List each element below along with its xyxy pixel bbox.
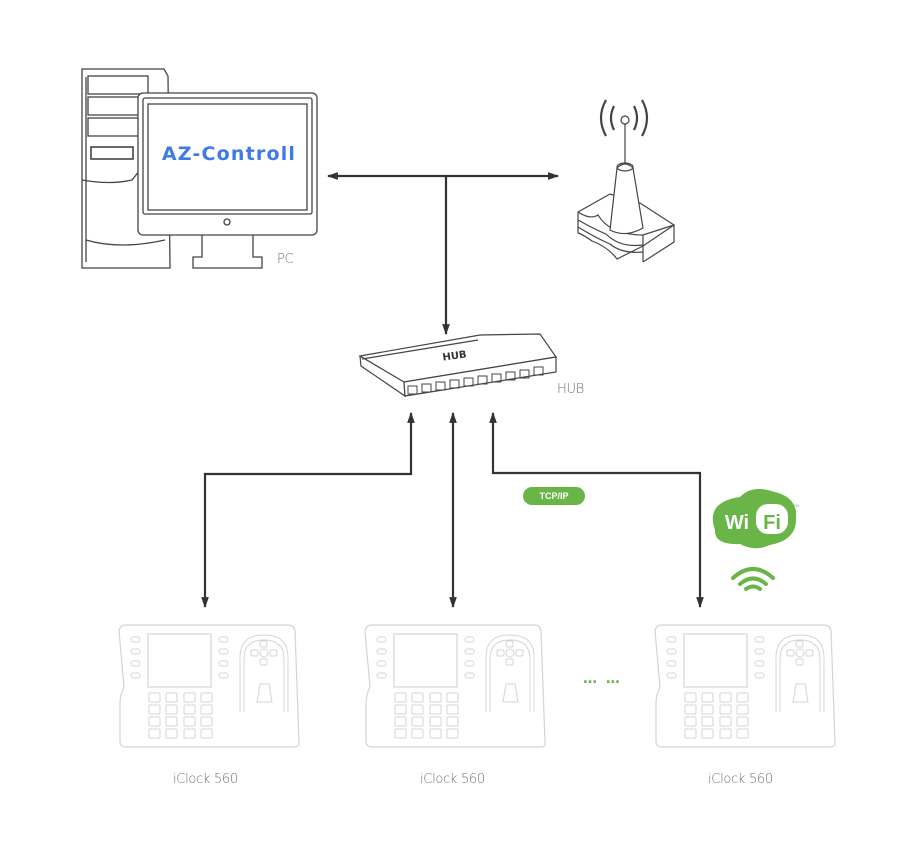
iclock-device-2-icon [364, 624, 546, 748]
pc-monitor-icon [137, 92, 318, 269]
wifi-logo-text-wi: Wi [725, 512, 749, 534]
hub-icon: HUB [358, 333, 558, 398]
device-label-2: iClock 560 [420, 772, 485, 787]
device-label-1: iClock 560 [173, 772, 238, 787]
pc-label: PC [277, 252, 294, 267]
hub-device-text: HUB [442, 349, 467, 363]
iclock-device-3-icon [654, 624, 836, 748]
wifi-logo-text-fi: Fi [763, 512, 781, 534]
wifi-signal-icon [731, 567, 775, 591]
device-label-3: iClock 560 [708, 772, 773, 787]
connection-lines [201, 172, 704, 609]
antenna-icon [577, 99, 676, 263]
wifi-trademark: TM [793, 503, 799, 508]
device-3-link [489, 411, 704, 609]
tcp-ip-badge: TCP/IP [523, 487, 585, 505]
wifi-logo-icon: Wi Fi TM [712, 488, 799, 549]
device-1-link [201, 411, 415, 609]
pc-screen-title: AZ-Controll [161, 143, 297, 165]
hub-label: HUB [557, 382, 584, 397]
iclock-device-1-icon [118, 624, 300, 748]
more-devices-ellipsis: … … [583, 671, 622, 687]
